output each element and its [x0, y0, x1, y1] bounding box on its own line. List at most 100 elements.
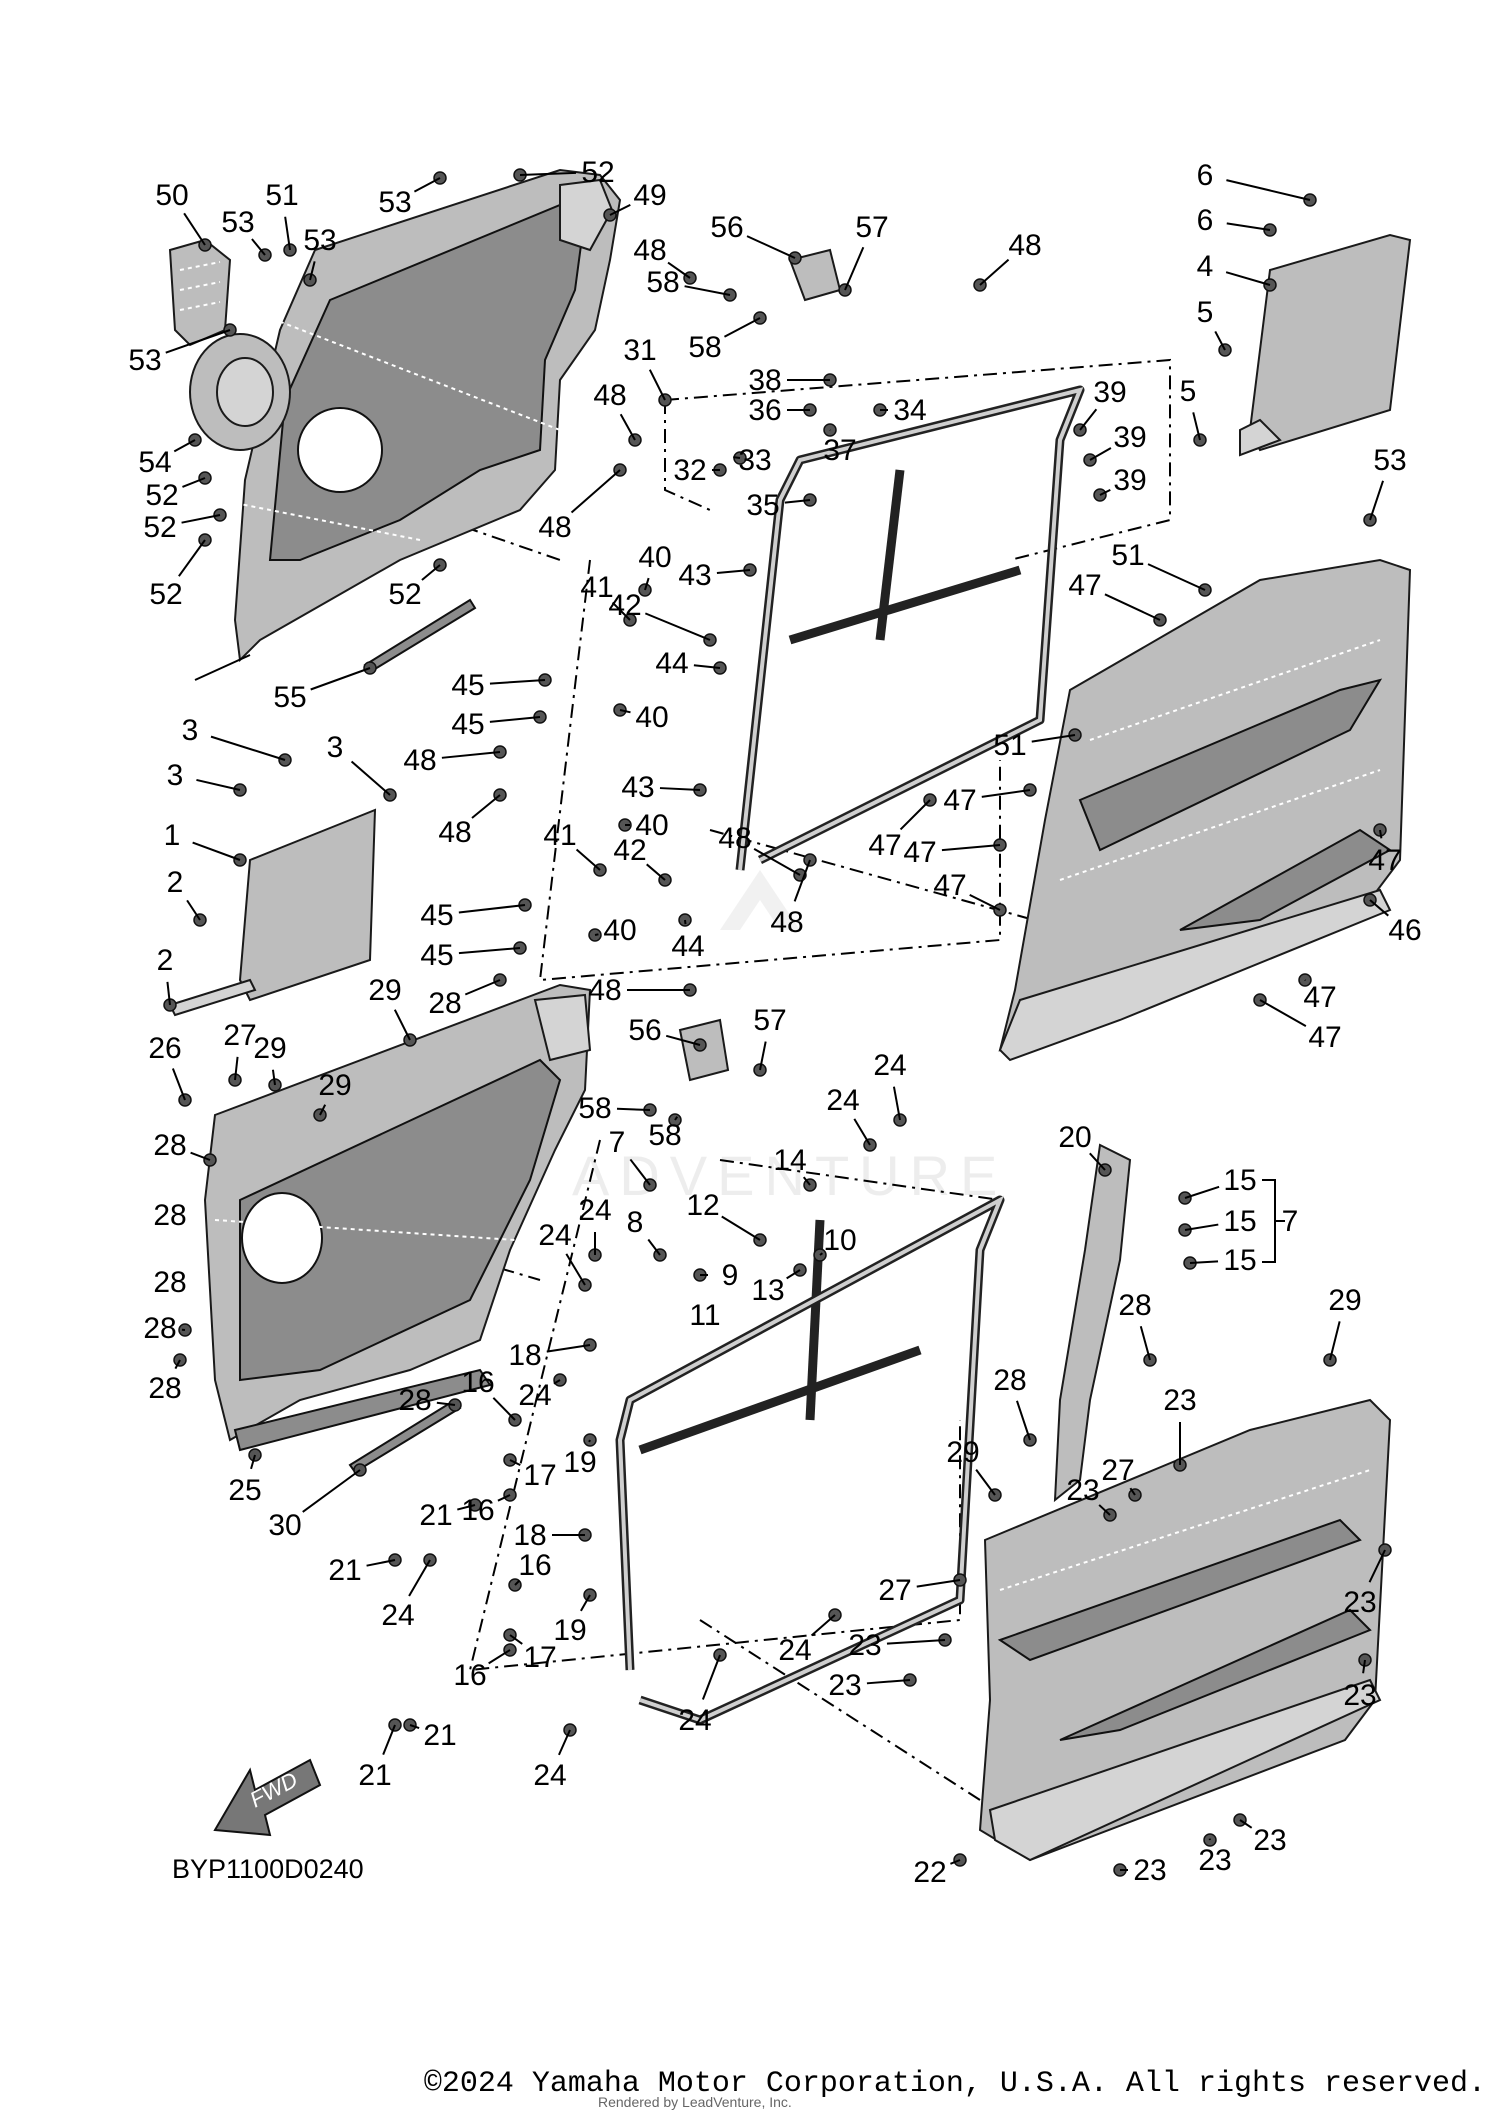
leader-line [575, 848, 601, 871]
leader-line [165, 329, 231, 354]
leader-line [271, 1069, 276, 1086]
leader-line [250, 1454, 256, 1470]
leader-line [570, 469, 621, 514]
leader-line [950, 1859, 961, 1865]
leader-line [302, 1469, 361, 1513]
leader-line [166, 981, 171, 1006]
leader-line [210, 735, 286, 761]
callout-42: 42 [613, 834, 646, 867]
drawing-code: BYP1100D0240 [172, 1854, 364, 1884]
callout-30: 30 [268, 1509, 301, 1542]
leader-line [464, 979, 501, 996]
callout-25: 25 [228, 1474, 261, 1507]
leader-line [393, 1009, 411, 1041]
callout-28: 28 [153, 1266, 186, 1299]
callout-20: 20 [1058, 1121, 1091, 1154]
leader-line [1369, 480, 1384, 521]
callout-6: 6 [1197, 159, 1214, 192]
callout-41: 41 [543, 819, 576, 852]
leader-line [941, 844, 1001, 852]
callout-51: 51 [1111, 539, 1144, 572]
callout-47: 47 [1308, 1021, 1341, 1054]
leader-line [667, 261, 691, 279]
callout-28: 28 [1118, 1289, 1151, 1322]
small-panel-left [168, 808, 377, 1017]
callout-52: 52 [145, 479, 178, 512]
callout-7: 7 [609, 1126, 626, 1159]
leader-line [629, 1158, 651, 1186]
leader-line [382, 1724, 396, 1755]
leader-line [181, 514, 221, 524]
leader-line [196, 778, 241, 791]
leader-line [892, 1086, 901, 1121]
callout-58: 58 [578, 1092, 611, 1125]
callout-56: 56 [628, 1014, 661, 1047]
callout-41: 41 [580, 571, 613, 604]
leader-line [509, 1634, 523, 1645]
callout-53: 53 [221, 206, 254, 239]
leader-line [565, 1253, 586, 1286]
leader-line [1259, 999, 1307, 1027]
leader-line [1226, 222, 1271, 231]
callout-12: 12 [686, 1189, 719, 1222]
leader-line [866, 1679, 911, 1685]
callout-29: 29 [946, 1436, 979, 1469]
leader-line [844, 246, 865, 291]
leader-line [178, 539, 206, 577]
leader-line [1225, 271, 1271, 286]
callout-17: 17 [523, 1459, 556, 1492]
callout-45: 45 [420, 939, 453, 972]
callout-47: 47 [933, 869, 966, 902]
leader-line [553, 1379, 561, 1385]
callout-48: 48 [718, 822, 751, 855]
callout-28: 28 [398, 1384, 431, 1417]
leader-line [173, 439, 196, 453]
callout-35: 35 [746, 489, 779, 522]
leader-line [186, 899, 201, 921]
callout-52: 52 [581, 156, 614, 189]
callout-27: 27 [1101, 1454, 1134, 1487]
callout-24: 24 [678, 1704, 711, 1737]
leader-line [558, 1729, 571, 1756]
leader-line [519, 171, 577, 176]
callout-27: 27 [223, 1019, 256, 1052]
callout-48: 48 [438, 816, 471, 849]
leader-line [457, 1504, 476, 1511]
callout-2: 2 [157, 944, 174, 977]
callout-47: 47 [903, 836, 936, 869]
callout-37: 37 [823, 434, 856, 467]
leader-line [251, 238, 266, 256]
callout-45: 45 [420, 899, 453, 932]
leader-line [899, 799, 931, 831]
callout-58: 58 [688, 331, 721, 364]
leader-line [1189, 1260, 1219, 1264]
callout-16: 16 [453, 1659, 486, 1692]
leader-line [646, 863, 666, 881]
callout-3: 3 [182, 714, 199, 747]
leader-line [659, 787, 701, 791]
callout-57: 57 [753, 1004, 786, 1037]
callout-47: 47 [1068, 569, 1101, 602]
leader-line [1214, 331, 1226, 351]
callout-19: 19 [563, 1446, 596, 1479]
callout-32: 32 [673, 454, 706, 487]
callout-21: 21 [358, 1759, 391, 1792]
leader-line [611, 601, 631, 621]
leader-line [753, 848, 801, 876]
callout-39: 39 [1113, 464, 1146, 497]
callout-17: 17 [523, 1641, 556, 1674]
group-bracket [1262, 1179, 1285, 1263]
leader-line [979, 258, 1010, 286]
leader-line [644, 612, 711, 641]
callout-23: 23 [1343, 1679, 1376, 1712]
callout-11: 11 [689, 1299, 720, 1332]
callout-1: 1 [164, 819, 181, 852]
leader-line [366, 1559, 396, 1567]
callout-47: 47 [1303, 981, 1336, 1014]
callout-28: 28 [993, 1364, 1026, 1397]
leader-line [471, 794, 501, 819]
leader-line [174, 1359, 181, 1370]
callout-45: 45 [451, 669, 484, 702]
leader-line [546, 1344, 591, 1353]
